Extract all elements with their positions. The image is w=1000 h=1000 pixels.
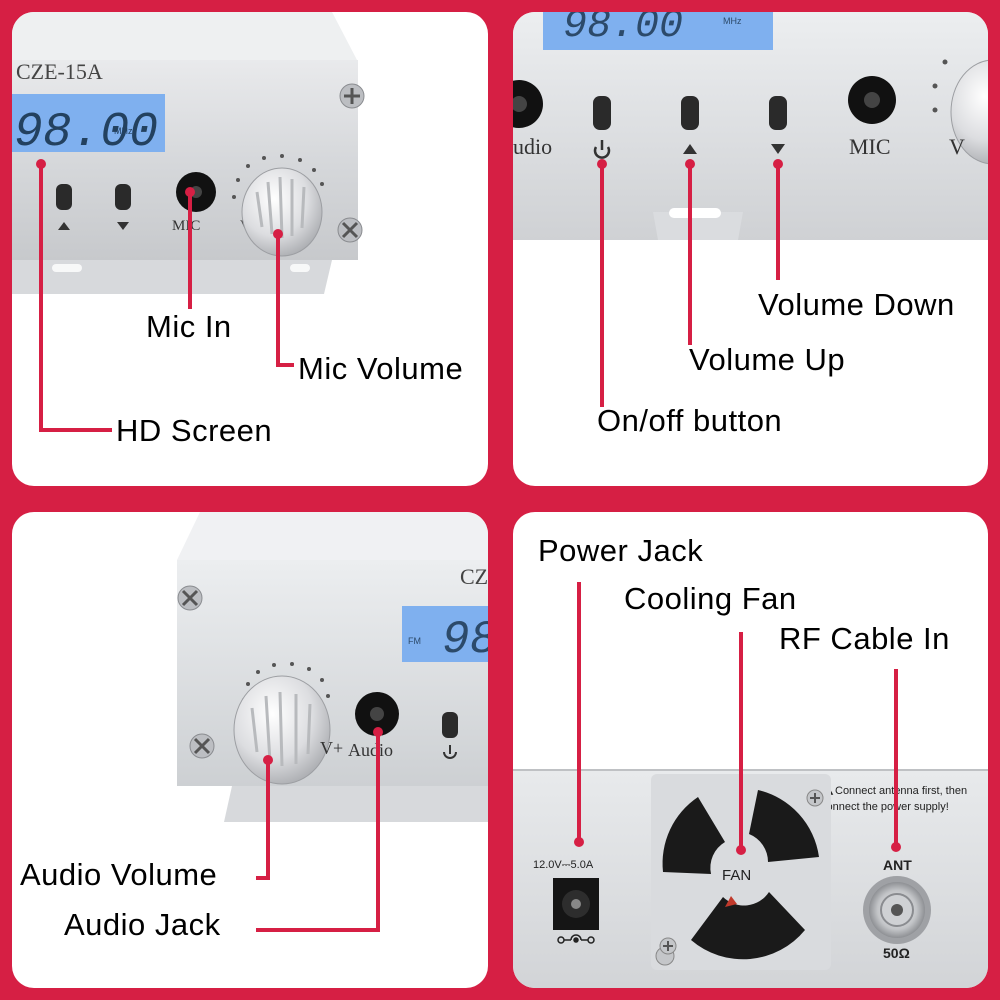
triangle-up-icon [683,144,697,154]
power-icon [443,745,457,759]
fan-label: FAN [722,867,751,884]
up-toggle-switch[interactable] [56,184,72,230]
audio-jack[interactable] [355,692,399,736]
volume-port-label: V [949,134,965,159]
mic-volume-label: Mic Volume [298,351,464,386]
mic-port-label: MIC [172,218,200,234]
power-toggle-switch[interactable] [442,712,458,738]
screw-icon [806,789,824,807]
audio-volume-label: Audio Volume [20,857,218,892]
mic-volume-knob[interactable] [241,167,323,257]
callout-lines [577,582,898,850]
impedance-label: 50Ω [883,945,910,961]
on-off-button-label: On/off button [597,403,783,438]
triangle-down-icon [771,144,785,154]
cooling-fan: FAN [651,774,831,970]
lcd-frequency: 98 [442,614,488,666]
triangle-up-icon [58,222,70,230]
lcd-frequency: 98.00 [563,12,683,49]
panel-bottom-left: CZ FM 98 V+ Audio Audio Volume Audio [12,512,488,988]
warning-text-line2: connect the power supply! [821,801,949,813]
power-jack-label: Power Jack [538,533,704,568]
lcd-screen [12,94,165,152]
polarity-icon [557,934,595,944]
screw-icon [659,937,677,955]
volume-down-label: Volume Down [758,287,955,322]
model-label: CZ [460,564,488,589]
power-toggle-switch[interactable] [593,96,611,130]
audio-port-label: udio [513,134,552,159]
volume-port-label: V+ [320,738,343,758]
screw-icon [339,83,365,109]
power-jack[interactable] [553,878,599,930]
device-front-illustration-3: CZ FM 98 V+ Audio [177,512,488,932]
screw-icon [189,733,215,759]
lcd-band: FM [408,636,421,646]
power-icon [593,140,611,159]
audio-jack[interactable] [513,80,543,128]
screw-icon [177,585,203,611]
power-rating-label: 12.0V⎓5.0A [533,859,594,871]
panel-top-left: CZE-15A 98.00 MHz MIC V Mic [12,12,488,486]
screw-icon [337,217,363,243]
volume-scale-dots [932,59,948,113]
warning-text-line1: Connect antenna first, then [835,785,967,797]
volume-scale-dots [232,154,324,199]
lcd-unit: MHz [114,126,133,136]
mic-volume-knob[interactable] [950,59,988,165]
mic-in-label: Mic In [146,309,232,344]
ant-label: ANT [883,857,912,873]
audio-jack-label: Audio Jack [64,907,221,942]
audio-volume-knob[interactable] [233,675,331,785]
panel-bottom-right: ! Connect antenna first, then connect th… [513,512,988,988]
cooling-fan-label: Cooling Fan [624,581,797,616]
model-label: CZE-15A [16,59,103,84]
rf-cable-in-label: RF Cable In [779,621,950,656]
lcd-screen [402,606,488,662]
lcd-unit: MHz [723,16,742,26]
callout-lines [600,164,780,407]
panel-top-right: 98.00 MHz udio MIC V Volume Down Volume … [513,12,988,486]
hd-screen-label: HD Screen [116,413,273,448]
triangle-down-icon [117,222,129,230]
volume-up-label: Volume Up [689,342,846,377]
device-rear-illustration: ! Connect antenna first, then connect th… [513,582,988,988]
lcd-screen [543,12,773,50]
lcd-frequency: 98.00 [14,106,158,160]
mic-jack[interactable] [176,172,216,212]
down-toggle-switch[interactable] [769,96,787,130]
up-toggle-switch[interactable] [681,96,699,130]
mic-port-label: MIC [849,134,891,159]
device-front-illustration-1: CZE-15A 98.00 MHz MIC V [12,12,365,432]
callout-lines [256,732,380,932]
callout-lines [39,164,294,432]
audio-port-label: Audio [348,740,393,760]
down-toggle-switch[interactable] [115,184,131,230]
mic-jack[interactable] [848,76,896,124]
rf-bnc-connector[interactable] [863,876,931,944]
device-front-illustration-2: 98.00 MHz udio MIC V [513,12,988,407]
